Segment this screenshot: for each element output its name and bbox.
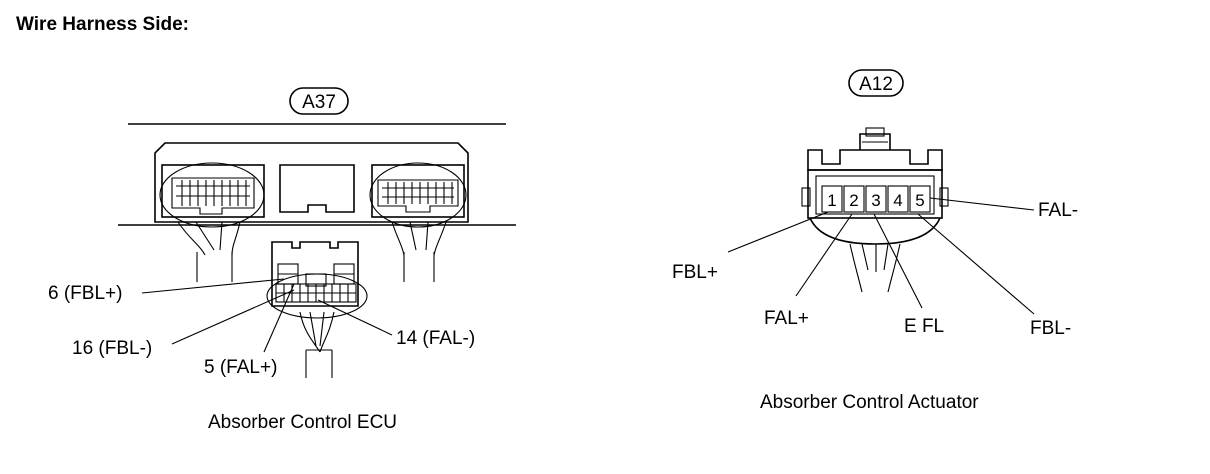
- ecu-caption: Absorber Control ECU: [208, 412, 398, 433]
- actuator-callout-leaders: [727, 197, 1035, 315]
- actuator-tag-text: A12: [859, 74, 893, 95]
- actuator-pin-1: 1: [827, 191, 836, 210]
- actuator-connector-body: [801, 127, 949, 293]
- ecu-connector-tag: A37: [289, 87, 349, 115]
- actuator-pin-4: 4: [893, 191, 902, 210]
- actuator-pin-5: 5: [915, 191, 924, 210]
- actuator-callout-fal-minus: FAL-: [1038, 200, 1078, 221]
- ecu-callout-pin16: 16 (FBL-): [72, 338, 152, 359]
- ecu-callout-leaders: [141, 278, 393, 353]
- actuator-callout-fbl-plus: FBL+: [672, 262, 718, 283]
- actuator-callout-fal-plus: FAL+: [764, 308, 809, 329]
- ecu-callout-pin6: 6 (FBL+): [48, 283, 122, 304]
- actuator-caption: Absorber Control Actuator: [760, 392, 979, 413]
- ecu-body: [118, 123, 516, 228]
- ecu-harness-wires: [177, 221, 447, 282]
- ecu-tag-text: A37: [302, 92, 336, 113]
- actuator-pin-2: 2: [849, 191, 858, 210]
- actuator-connector-tag: A12: [848, 69, 904, 97]
- ecu-callout-pin14: 14 (FAL-): [396, 328, 475, 349]
- actuator-callout-efl: E FL: [904, 316, 944, 337]
- ecu-callout-pin5: 5 (FAL+): [204, 357, 277, 378]
- actuator-callout-fbl-minus: FBL-: [1030, 318, 1071, 339]
- actuator-pin-3: 3: [871, 191, 880, 210]
- page-heading: Wire Harness Side:: [16, 14, 190, 35]
